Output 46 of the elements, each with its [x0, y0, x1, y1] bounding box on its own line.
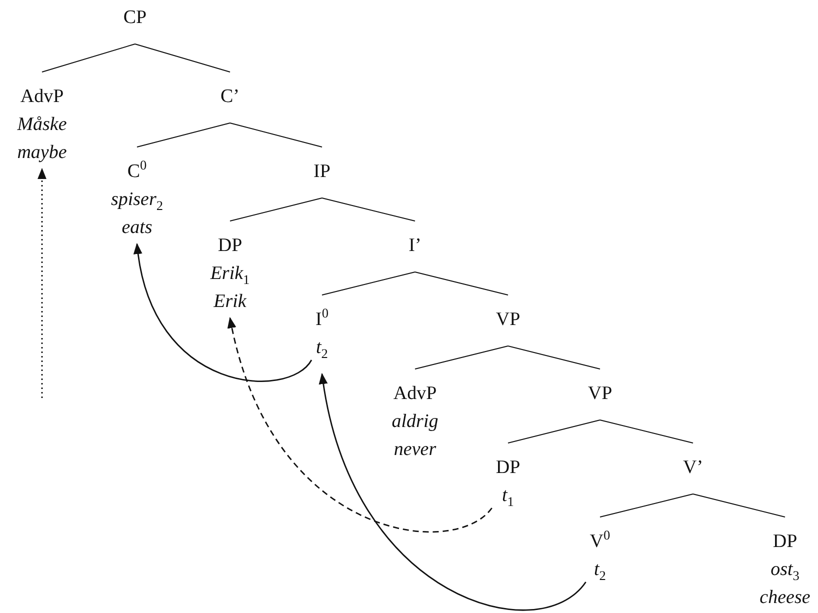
movement-arrow: [134, 242, 312, 382]
category-label: I$^{0}$: [316, 306, 328, 332]
branch-line: [508, 346, 600, 370]
gloss-label: eats: [120, 216, 154, 240]
gloss-label: never: [392, 438, 438, 462]
category-label: C$^{0}$: [126, 158, 148, 184]
branch-line: [136, 122, 230, 148]
category-label: V’: [682, 456, 704, 480]
category-label: V$^{0}$: [590, 528, 610, 554]
category-label: C’: [220, 85, 240, 109]
category-label: DP: [216, 234, 244, 258]
branch-line: [322, 272, 416, 296]
branch-line: [42, 44, 136, 72]
category-label: DP: [496, 456, 520, 480]
branch-line: [600, 420, 694, 444]
word-label: spiser$_{2}$: [110, 188, 164, 214]
branch-line: [230, 198, 322, 222]
branch-line: [600, 494, 694, 518]
word-label: ost$_{3}$: [770, 558, 800, 584]
category-label: VP: [588, 382, 612, 406]
category-label: VP: [496, 308, 520, 332]
word-label: t$_{2}$: [316, 336, 328, 362]
movement-arrow: [320, 372, 586, 611]
branch-line: [230, 122, 322, 148]
gloss-label: Erik: [212, 290, 248, 314]
branch-line: [692, 494, 786, 518]
branch-line: [322, 198, 416, 222]
gloss-label: cheese: [760, 586, 810, 610]
branch-line: [414, 346, 508, 370]
category-label: I’: [408, 234, 422, 258]
category-label: DP: [772, 530, 798, 554]
branch-line: [508, 420, 600, 444]
word-label: Måske: [17, 113, 67, 137]
word-label: t$_{1}$: [501, 484, 515, 510]
movement-arrow: [38, 168, 46, 398]
word-label: t$_{2}$: [593, 558, 607, 584]
category-label: AdvP: [392, 382, 438, 406]
branch-line: [134, 44, 230, 72]
word-label: aldrig: [392, 410, 438, 434]
gloss-label: maybe: [17, 141, 67, 165]
branch-line: [414, 272, 508, 296]
movement-arrow: [228, 316, 492, 532]
category-label: AdvP: [19, 85, 65, 109]
category-label: IP: [314, 160, 330, 184]
category-label: CP: [123, 6, 147, 30]
word-label: Erik$_{1}$: [210, 262, 250, 288]
